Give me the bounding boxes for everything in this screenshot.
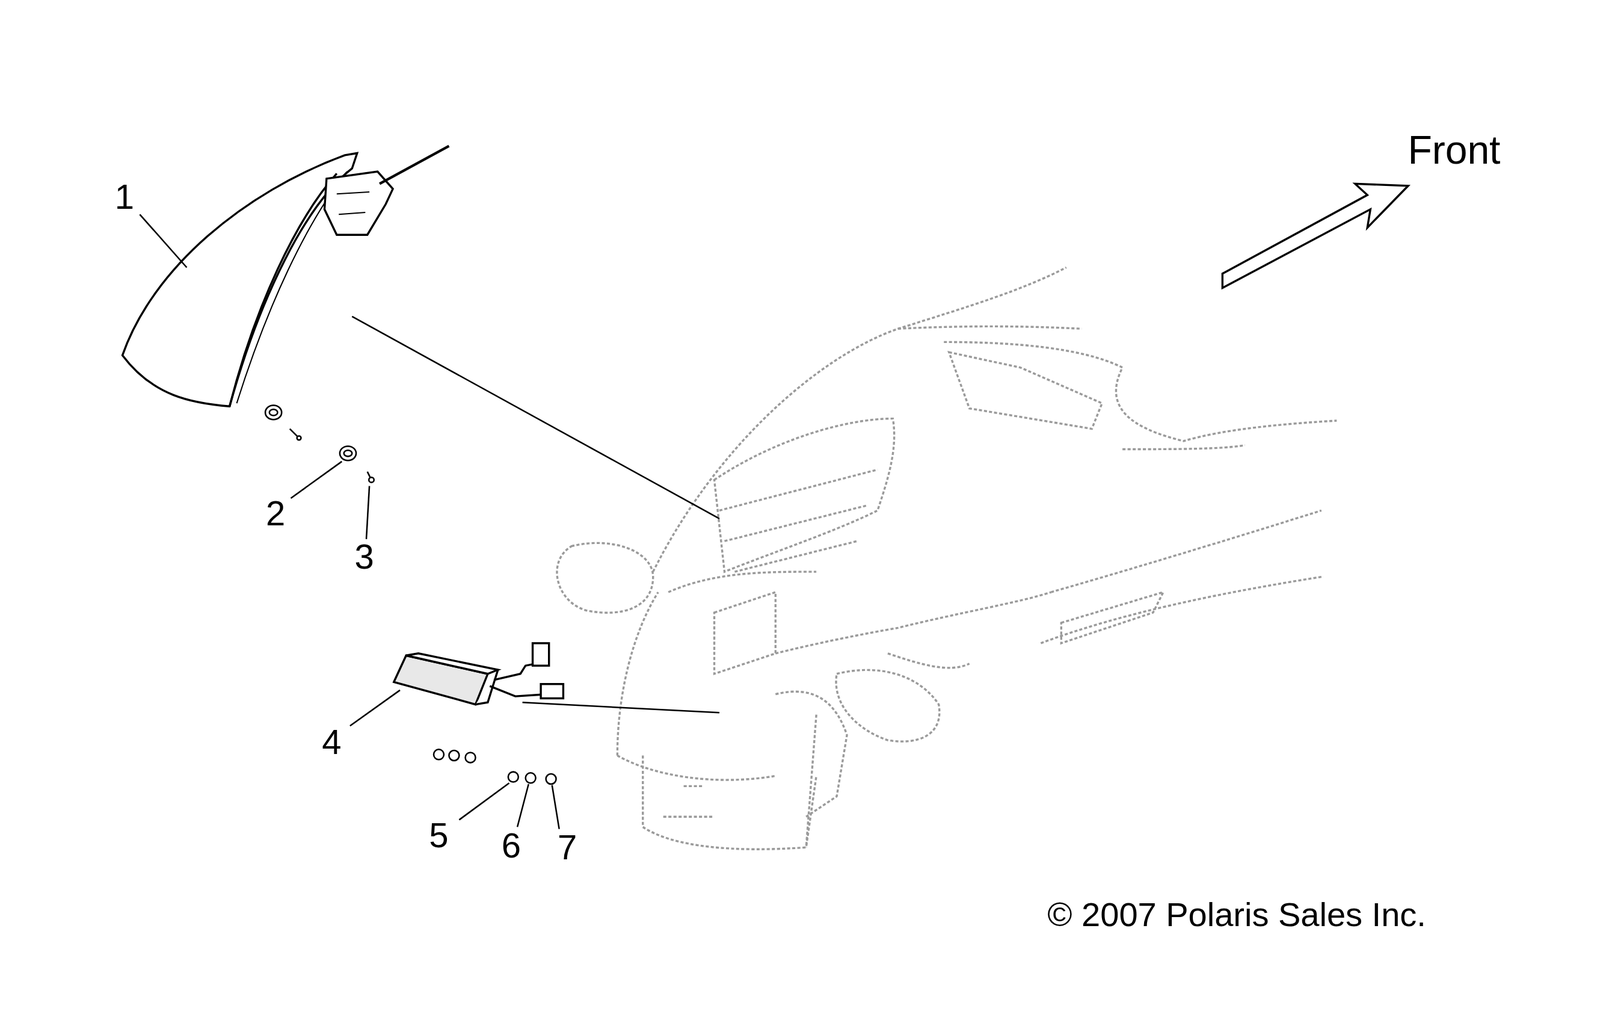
direction-label: Front <box>1407 129 1501 170</box>
tail-light <box>393 643 720 713</box>
vehicle-ghost <box>556 267 1337 850</box>
windshield <box>122 146 450 407</box>
nuts <box>433 748 557 784</box>
callout-number: 7 <box>557 829 577 865</box>
callout-number: 6 <box>501 827 521 863</box>
callout-number: 2 <box>265 495 286 531</box>
leader-lines <box>139 214 720 829</box>
callout-number: 4 <box>321 724 342 760</box>
copyright-note: © 2007 Polaris Sales Inc. <box>1047 897 1427 932</box>
callout-number: 1 <box>114 179 135 215</box>
grommets <box>265 405 375 483</box>
front-arrow <box>1222 183 1409 288</box>
callout-number: 5 <box>428 817 449 853</box>
callout-number: 3 <box>354 538 374 574</box>
